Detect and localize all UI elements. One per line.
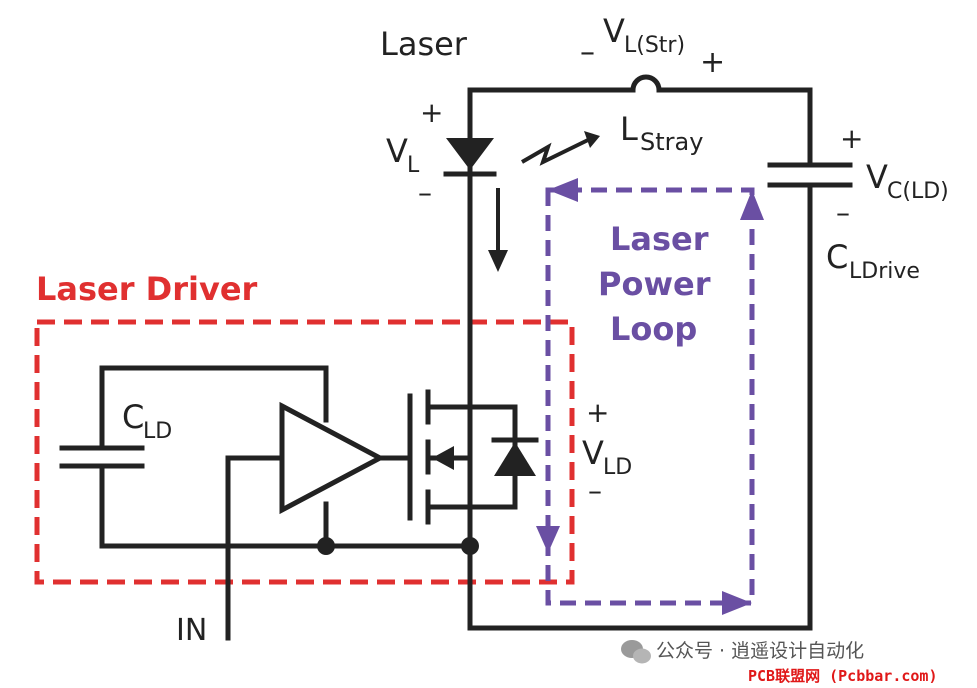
vl-plus: + — [420, 96, 443, 129]
lstray-arrow — [521, 131, 600, 166]
vlstr-sub: L(Str) — [624, 33, 685, 58]
laser-driver-box — [34, 319, 575, 585]
vcld-sub: C(LD) — [887, 179, 949, 204]
cldrive-capacitor — [767, 162, 853, 188]
vlstr-main: V — [603, 12, 625, 50]
watermark: 公众号 · 逍遥设计自动化 PCB联盟网 (Pcbbar.com) — [621, 640, 938, 685]
mosfet — [407, 389, 539, 525]
in-label: IN — [176, 613, 207, 648]
lstray-sub: Stray — [640, 128, 703, 156]
loop-title-line2: Power — [598, 265, 711, 303]
vcld-main: V — [866, 158, 888, 196]
watermark-line2: PCB联盟网 (Pcbbar.com) — [748, 667, 938, 685]
vlstr-minus: – — [580, 35, 595, 70]
wechat-icon — [621, 640, 651, 664]
vcld-plus: + — [840, 122, 863, 155]
cldrive-sub: LDrive — [849, 259, 920, 284]
junction-dot — [461, 537, 479, 555]
laser-power-loop — [536, 178, 764, 615]
laser-label: Laser — [380, 25, 468, 63]
vl-minus: – — [418, 176, 432, 209]
driver-wires — [99, 365, 473, 641]
lstray-main: L — [620, 110, 638, 148]
vld-minus: – — [588, 474, 602, 507]
cld-main: C — [122, 398, 144, 436]
vld-plus: + — [586, 396, 609, 429]
gate-driver-amplifier — [279, 401, 386, 515]
loop-title-line1: Laser — [610, 220, 709, 258]
vl-main: V — [386, 132, 408, 170]
cld-sub: LD — [143, 419, 172, 444]
vcld-minus: – — [836, 196, 850, 229]
watermark-line1: 公众号 · 逍遥设计自动化 — [656, 640, 864, 662]
laser-driver-title: Laser Driver — [36, 270, 258, 308]
laser-diode — [443, 138, 497, 177]
vl-sub: L — [407, 153, 420, 178]
junction-dot — [317, 537, 335, 555]
vld-sub: LD — [603, 455, 632, 480]
emission-arrow — [488, 188, 508, 272]
cldrive-main: C — [826, 238, 848, 276]
cld-capacitor — [59, 445, 145, 469]
vlstr-plus: + — [700, 45, 725, 80]
vld-main: V — [582, 434, 604, 472]
power-wires — [467, 74, 813, 631]
loop-title-line3: Loop — [610, 310, 697, 348]
